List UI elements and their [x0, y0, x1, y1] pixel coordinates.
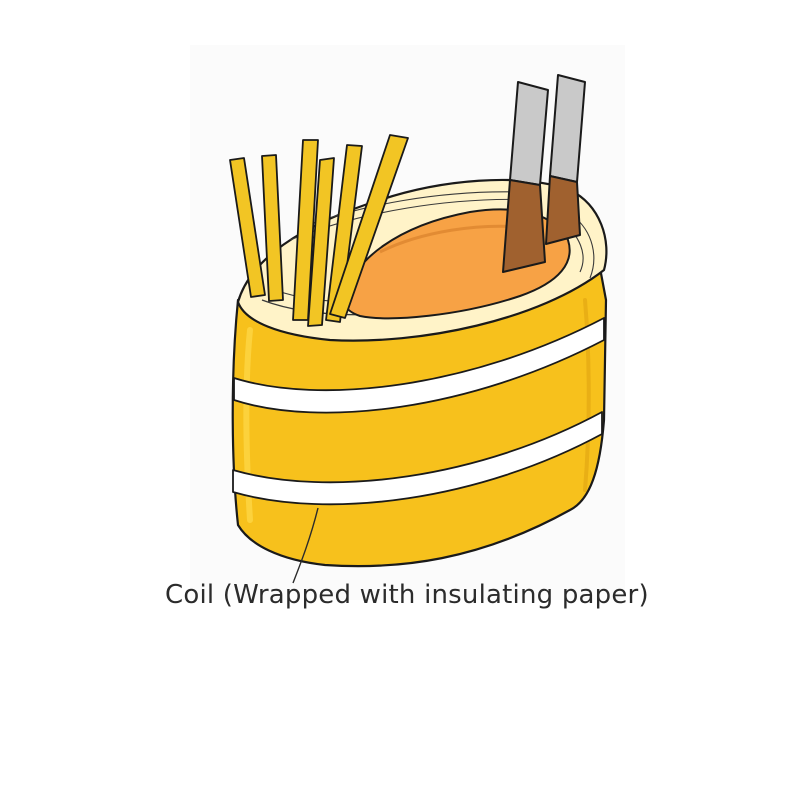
caption-leader-line	[292, 507, 319, 584]
lead-wires	[229, 134, 409, 327]
coil-caption: Coil (Wrapped with insulating paper)	[165, 580, 649, 610]
metal-terminals	[502, 74, 586, 273]
insulating-paper-band	[232, 317, 605, 506]
